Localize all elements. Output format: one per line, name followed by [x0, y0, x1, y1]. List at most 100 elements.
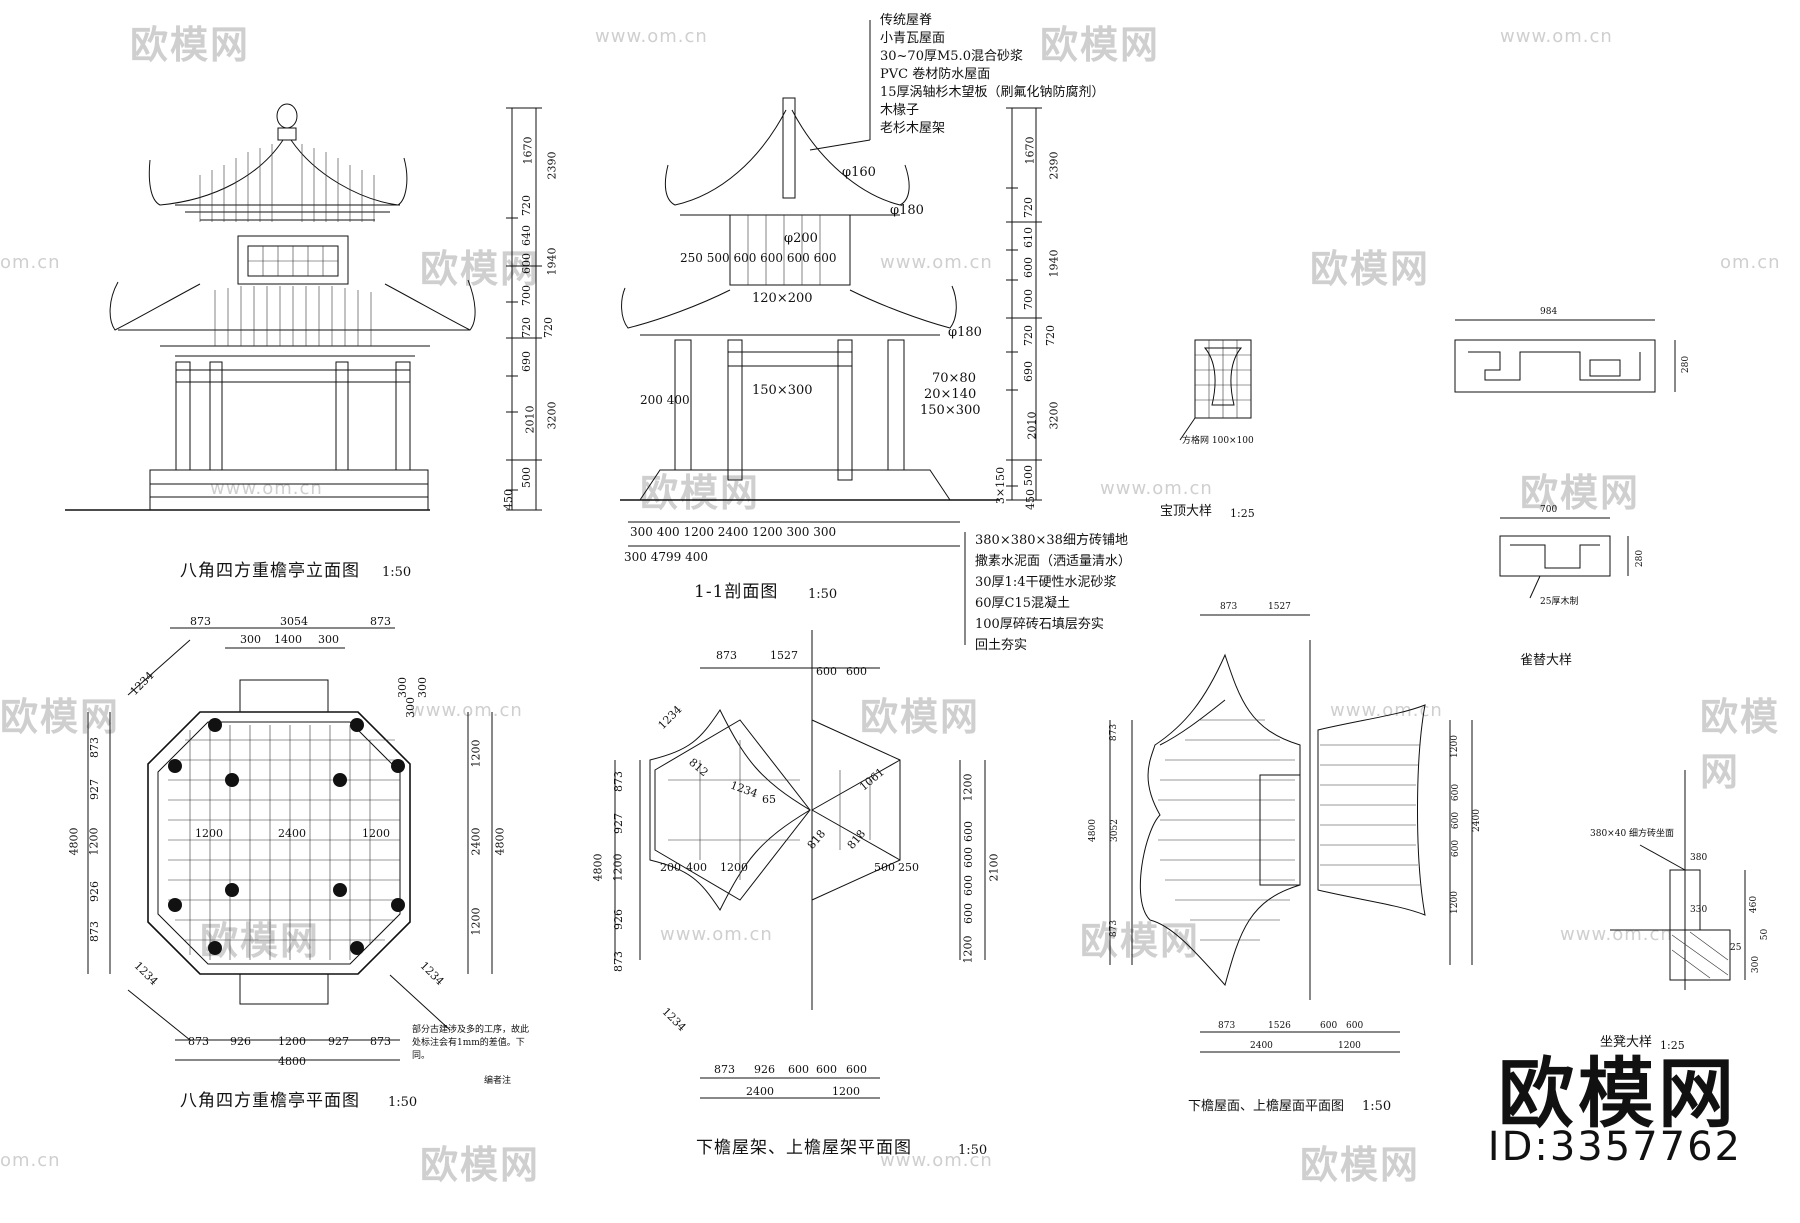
- roof-layer: 老杉木屋架: [880, 121, 946, 136]
- frame-dim: 927: [612, 813, 625, 834]
- plan-dim: 1200: [87, 827, 101, 856]
- watermark-url: om.cn: [1720, 252, 1781, 273]
- bracket-width: 700: [1540, 505, 1558, 515]
- elevation-side-dim: 1940: [545, 247, 559, 276]
- frame-dim: 1200: [611, 853, 625, 882]
- roof-dim: 873: [1109, 919, 1120, 938]
- roof-dim: 1200: [1338, 1041, 1361, 1051]
- frame-dim: 600: [962, 903, 975, 924]
- section-side-dim: 3×150: [994, 466, 1008, 505]
- frame-dim: 600: [962, 875, 975, 896]
- section-title: 1-1剖面图: [694, 582, 779, 602]
- section-label-phi160: φ160: [842, 165, 876, 180]
- seat-title: 坐凳大样: [1600, 1035, 1653, 1050]
- bracket-height: 280: [1635, 549, 1646, 568]
- frame-dim: 873: [612, 951, 625, 972]
- roof-dim: 2400: [1250, 1041, 1273, 1051]
- watermark-brand: 欧模网: [640, 471, 761, 515]
- seat-label: 380×40 细方砖坐面: [1590, 829, 1675, 839]
- plan-dim: 1200: [195, 827, 223, 840]
- roof-dim: 1526: [1268, 1021, 1291, 1031]
- watermark-url: www.om.cn: [1330, 700, 1443, 721]
- seat-dim: 300: [1751, 955, 1762, 974]
- elevation-side-dim: 690: [520, 351, 533, 372]
- watermark-url: www.om.cn: [880, 252, 993, 273]
- frame-dim: 600: [788, 1063, 809, 1076]
- plan-dim: 300: [318, 633, 339, 646]
- roof-plan-drawing: [1109, 614, 1473, 1053]
- elevation-side-dim: 3200: [545, 401, 559, 430]
- floor-layer-list: 380×380×38细方砖铺地 撒素水泥面（洒适量清水） 30厚1:4干硬性水泥…: [975, 530, 1131, 656]
- roof-dim: 873: [1218, 1021, 1236, 1031]
- seat-scale: 1:25: [1660, 1039, 1685, 1052]
- frame-dim: 873: [714, 1063, 735, 1076]
- frame-dim: 1200: [720, 861, 748, 874]
- section-side-dim: 2390: [1047, 151, 1061, 180]
- plan-dim: 1200: [362, 827, 390, 840]
- roof-dim: 4800: [1087, 819, 1098, 842]
- section-label-phi180: φ180: [890, 203, 924, 218]
- watermark-url: www.om.cn: [410, 700, 523, 721]
- roof-dim: 873: [1220, 602, 1238, 612]
- watermark-brand: 欧模网: [1520, 471, 1641, 515]
- roof-layer: 15厚涡轴杉木望板（刷氟化钠防腐剂）: [880, 85, 1105, 100]
- section-side-dim: 1670: [1023, 136, 1037, 165]
- bracket-note: 25厚木制: [1540, 597, 1579, 607]
- frame-dim: 65: [762, 793, 776, 806]
- section-side-dim: 450: [1024, 489, 1037, 510]
- elevation-side-dim: 720: [542, 317, 555, 338]
- watermark-url: www.om.cn: [1500, 26, 1613, 47]
- watermark-brand: 欧模网: [200, 919, 321, 963]
- roof-dim: 600: [1320, 1021, 1338, 1031]
- frame-dim: 600: [962, 821, 975, 842]
- roof-dim: 1200: [1449, 735, 1460, 758]
- frame-dim: 926: [754, 1063, 775, 1076]
- section-side-dim: 2010: [1025, 411, 1039, 440]
- bracket-title: 雀替大样: [1520, 653, 1573, 668]
- plan-dim: 3054: [280, 615, 308, 628]
- roof-layer: 木椽子: [880, 103, 920, 118]
- section-side-dim: 600: [1022, 257, 1035, 278]
- frame-dim: 1527: [770, 649, 798, 662]
- plan-dim: 926: [230, 1035, 251, 1048]
- plan-dim: 873: [188, 1035, 209, 1048]
- elevation-side-dim: 500: [520, 467, 533, 488]
- roof-dim: 600: [1451, 811, 1462, 830]
- frame-dim: 600: [816, 1063, 837, 1076]
- section-side-dim: 720: [1022, 325, 1035, 346]
- roof-plan-title: 下檐屋面、上檐屋面平面图: [1188, 1099, 1345, 1114]
- section-scale: 1:50: [808, 587, 838, 602]
- seat-dim: 380: [1690, 853, 1708, 863]
- plan-dim: 927: [328, 1035, 349, 1048]
- plan-scale: 1:50: [388, 1095, 418, 1110]
- roof-layer: PVC 卷材防水屋面: [880, 67, 991, 82]
- frame-dim: 250: [898, 861, 919, 874]
- watermark-brand: 欧模网: [1310, 247, 1431, 291]
- frame-dim: 1200: [961, 773, 975, 802]
- watermark-url: www.om.cn: [880, 1150, 993, 1171]
- plan-note: 部分古建涉及多的工序，故此处标注会有1mm的差值。下同。: [412, 1025, 530, 1061]
- plan-dim: 873: [370, 1035, 391, 1048]
- floor-layer: 60厚C15混凝土: [975, 596, 1071, 611]
- seat-dim: 460: [1749, 895, 1760, 914]
- roof-dim: 600: [1346, 1021, 1364, 1031]
- watermark-brand: 欧模网: [860, 695, 981, 739]
- plan-dim: 4800: [67, 827, 81, 856]
- frame-plan-drawing: [614, 630, 986, 1099]
- watermark-brand: 欧模网: [420, 1143, 541, 1187]
- watermark-brand: 欧模网: [1700, 695, 1781, 794]
- roof-dim: 600: [1451, 839, 1462, 858]
- frame-dim: 600: [962, 847, 975, 868]
- watermark-url: www.om.cn: [595, 26, 708, 47]
- floor-layer: 380×380×38细方砖铺地: [975, 533, 1128, 548]
- roof-dim: 1527: [1268, 602, 1291, 612]
- roof-dim: 873: [1109, 723, 1120, 742]
- elevation-scale: 1:50: [382, 565, 412, 580]
- floor-layer: 回土夯实: [975, 638, 1028, 653]
- frame-dim: 500: [874, 861, 895, 874]
- elevation-side-dim: 2390: [545, 151, 559, 180]
- section-side-dim: 500: [1022, 465, 1035, 486]
- section-side-dim: 690: [1022, 361, 1035, 382]
